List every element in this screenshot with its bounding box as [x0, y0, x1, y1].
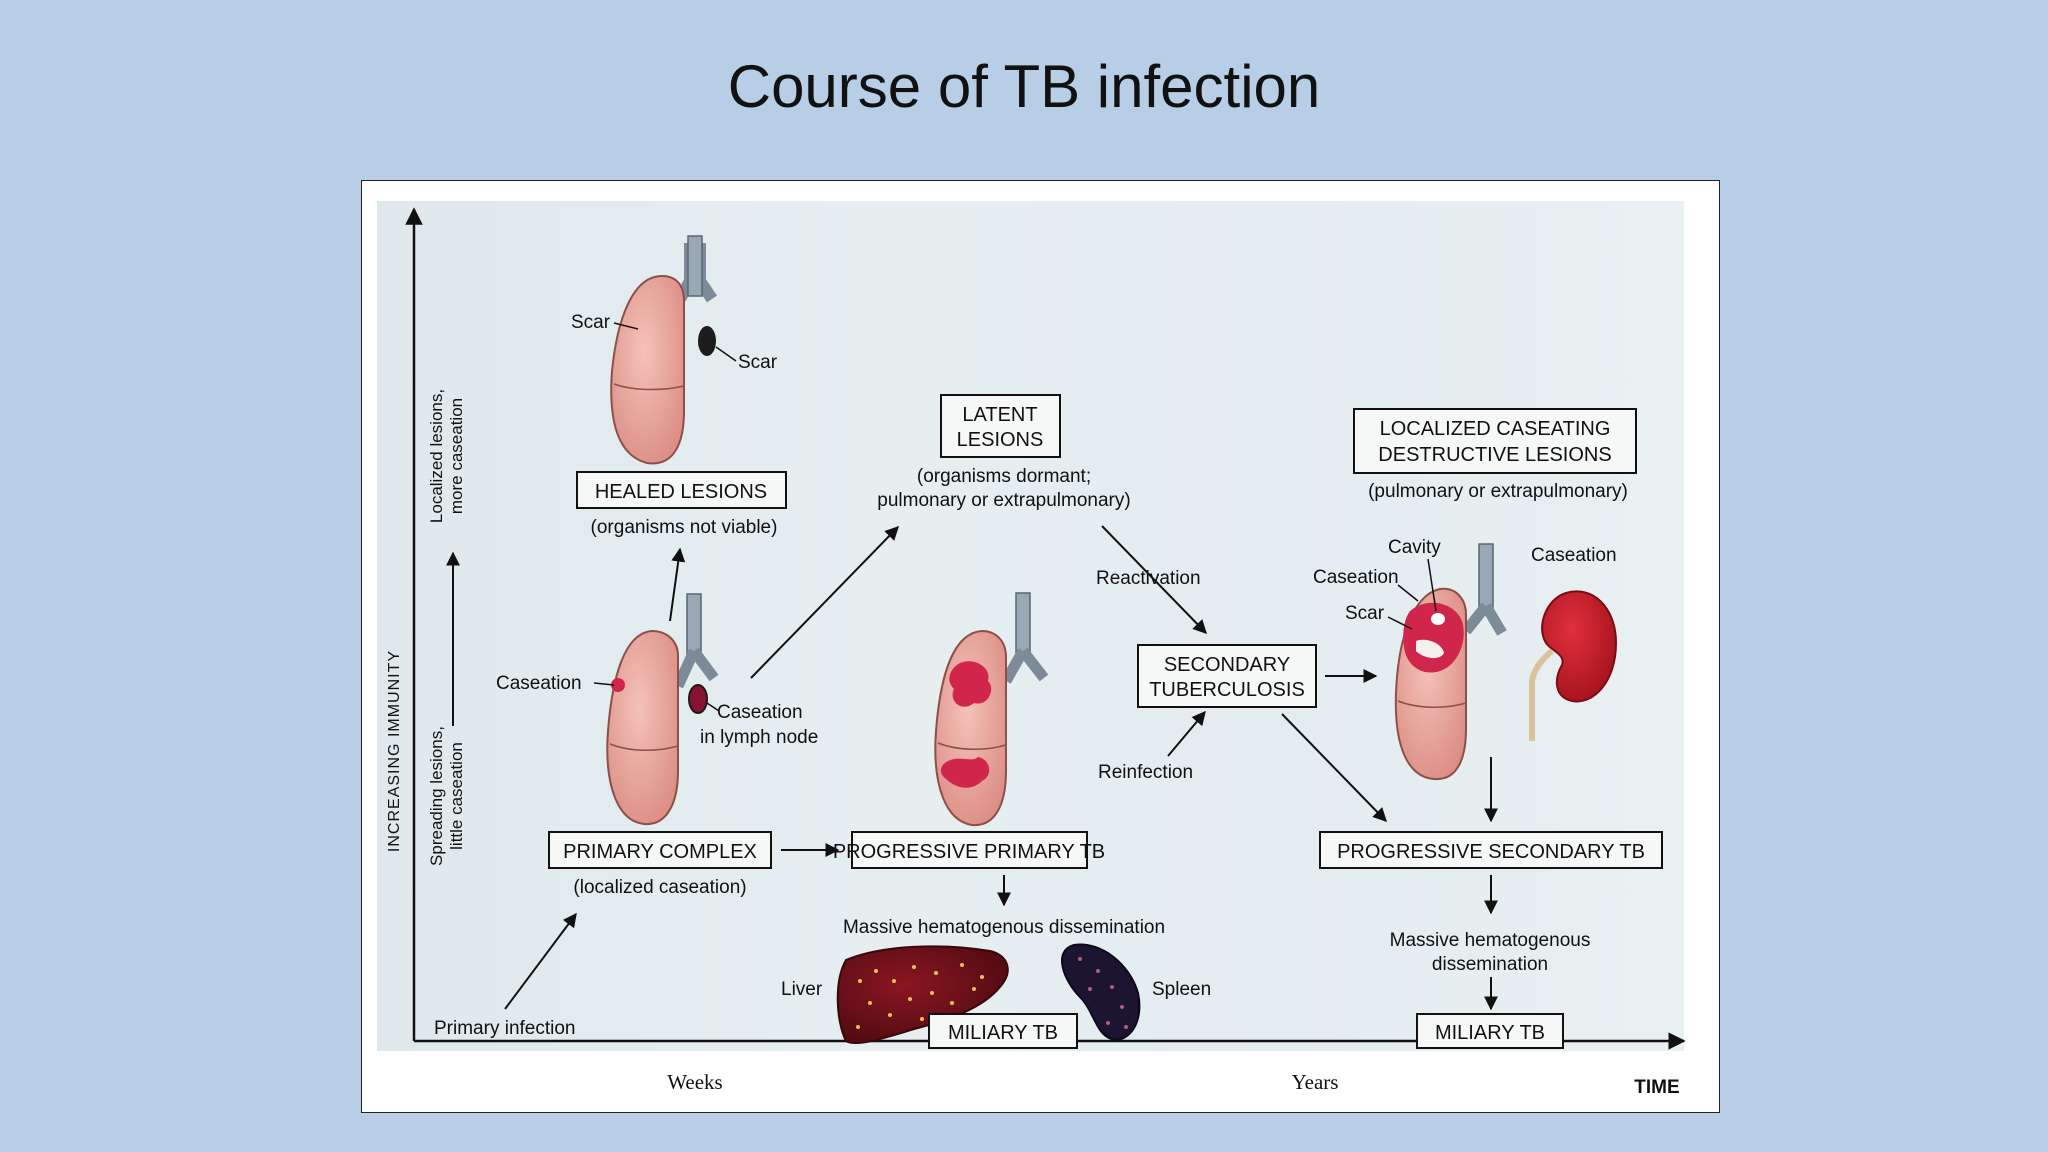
caseation-lymph-line-2: in lymph node	[700, 727, 818, 748]
scar-label-1: Scar	[571, 312, 611, 333]
progressive-primary-label: PROGRESSIVE PRIMARY TB	[833, 841, 1105, 863]
scar-label-3: Scar	[1345, 603, 1385, 624]
liver-illustration	[836, 945, 1009, 1045]
secondary-tb-line-2: TUBERCULOSIS	[1149, 679, 1305, 701]
localized-caseating-line-2: DESTRUCTIVE LESIONS	[1378, 444, 1611, 466]
dissemination-caption-1: Massive hematogenous dissemination	[843, 917, 1165, 938]
lower-note-line-2: little caseation	[447, 742, 466, 850]
cavity-label: Cavity	[1388, 537, 1441, 558]
primary-lung-illustration	[606, 593, 719, 826]
secondary-tb-line-1: SECONDARY	[1164, 654, 1290, 676]
slide-title: Course of TB infection	[727, 53, 1321, 120]
primary-complex-box	[548, 831, 772, 869]
primary-complex-caption: (localized caseation)	[573, 877, 746, 898]
kidney-illustration	[1529, 590, 1618, 741]
progressive-primary-box	[851, 831, 1088, 869]
y-axis-label: INCREASING IMMUNITY	[386, 650, 403, 852]
localized-caseating-box	[1353, 408, 1637, 474]
miliary-tb-box-1	[928, 1013, 1078, 1049]
figure-frame: INCREASING IMMUNITY Localized lesions, m…	[361, 180, 1720, 1113]
caseation-label-1: Caseation	[496, 673, 582, 694]
secondary-lung-illustration	[1394, 543, 1507, 781]
miliary-tb-label-1: MILIARY TB	[948, 1022, 1058, 1044]
reinfection-label: Reinfection	[1098, 762, 1193, 783]
reactivation-label: Reactivation	[1096, 568, 1201, 589]
upper-note-line-2: more caseation	[447, 398, 466, 514]
liver-label: Liver	[781, 979, 823, 1000]
spleen-illustration	[1061, 943, 1141, 1041]
latent-caption-line-1: (organisms dormant;	[917, 466, 1091, 487]
tb-course-diagram: INCREASING IMMUNITY Localized lesions, m…	[386, 207, 1686, 1098]
x-label-weeks: Weeks	[667, 1070, 722, 1094]
progressive-secondary-box	[1319, 831, 1663, 869]
upper-note-line-1: Localized lesions,	[427, 389, 446, 523]
localized-caseating-line-1: LOCALIZED CASEATING	[1380, 418, 1611, 440]
secondary-tb-box	[1137, 644, 1317, 708]
scar-label-2: Scar	[738, 352, 778, 373]
miliary-tb-label-2: MILIARY TB	[1435, 1022, 1545, 1044]
x-label-years: Years	[1292, 1070, 1339, 1094]
localized-caption: (pulmonary or extrapulmonary)	[1368, 481, 1628, 502]
healed-lung-illustration	[610, 235, 717, 465]
x-axis-label: TIME	[1634, 1077, 1679, 1098]
progressive-secondary-label: PROGRESSIVE SECONDARY TB	[1337, 841, 1645, 863]
caseation-kidney-label: Caseation	[1531, 545, 1617, 566]
healed-lesions-label: HEALED LESIONS	[595, 481, 767, 503]
primary-infection-label: Primary infection	[434, 1018, 576, 1039]
primary-complex-label: PRIMARY COMPLEX	[563, 841, 757, 863]
dissemination-caption-2-line-1: Massive hematogenous	[1390, 930, 1591, 951]
healed-lesions-caption: (organisms not viable)	[591, 517, 778, 538]
latent-lesions-box	[940, 394, 1061, 458]
progressive-primary-lung-illustration	[934, 592, 1049, 827]
healed-lesions-box	[576, 471, 787, 509]
lower-note-line-1: Spreading lesions,	[427, 726, 446, 866]
latent-lesions-line-1: LATENT	[962, 404, 1037, 426]
spleen-label: Spleen	[1152, 979, 1211, 1000]
latent-lesions-line-2: LESIONS	[957, 429, 1044, 451]
dissemination-caption-2-line-2: dissemination	[1432, 954, 1548, 975]
latent-caption-line-2: pulmonary or extrapulmonary)	[877, 490, 1130, 511]
caseation-lymph-line-1: Caseation	[717, 702, 803, 723]
miliary-tb-box-2	[1416, 1013, 1564, 1049]
caseation-label-2: Caseation	[1313, 567, 1399, 588]
